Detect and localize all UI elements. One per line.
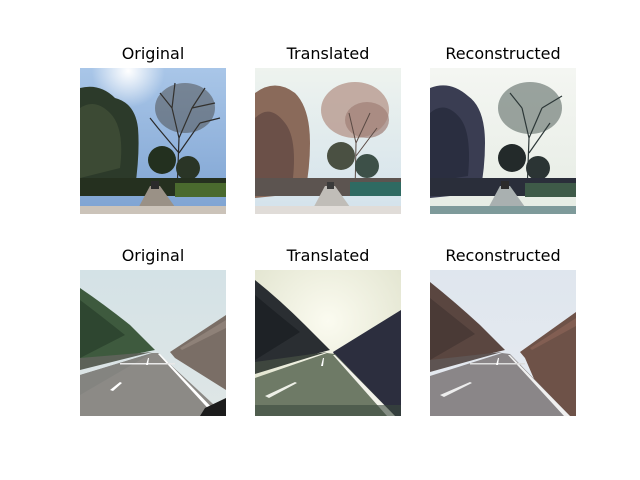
title-row1-translated: Translated <box>286 44 370 63</box>
title-row2-original: Original <box>121 246 185 265</box>
image-row1-original <box>80 68 226 214</box>
title-row2-reconstructed: Reconstructed <box>445 246 561 265</box>
image-row2-original <box>80 270 226 416</box>
image-row1-reconstructed <box>430 68 576 214</box>
title-row2-translated: Translated <box>286 246 370 265</box>
image-row1-translated <box>255 68 401 214</box>
image-row2-translated <box>255 270 401 416</box>
title-row1-original: Original <box>121 44 185 63</box>
image-row2-reconstructed <box>430 270 576 416</box>
title-row1-reconstructed: Reconstructed <box>445 44 561 63</box>
